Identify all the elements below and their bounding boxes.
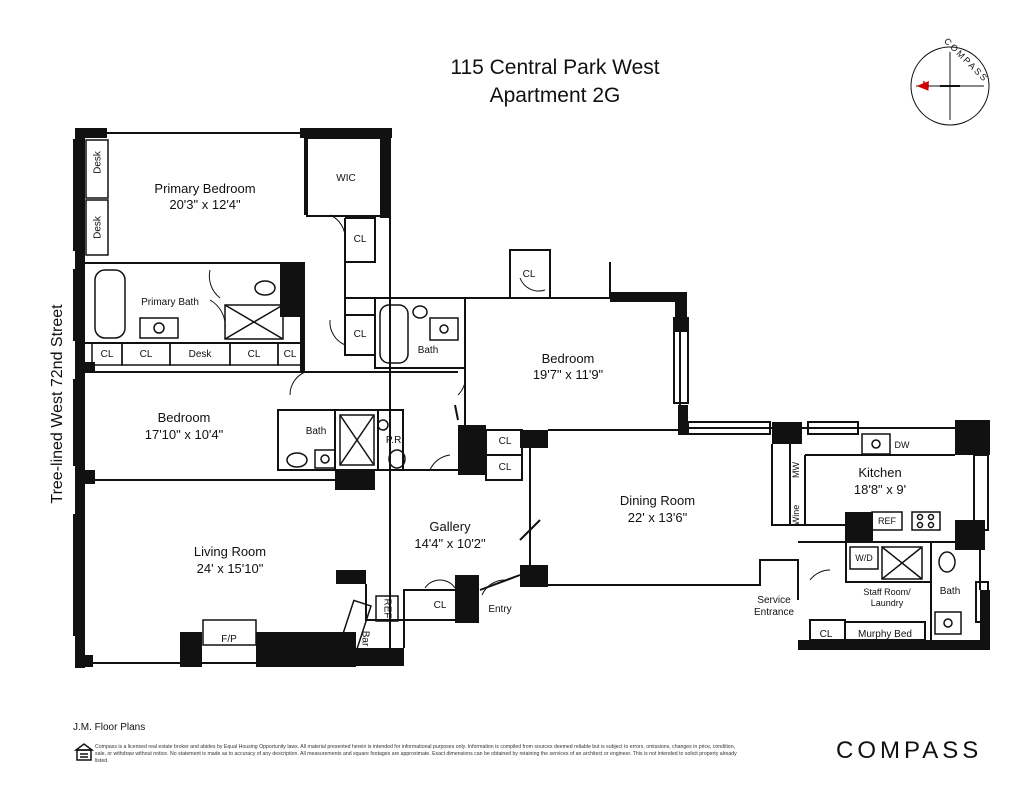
brand-logo: COMPASS	[836, 737, 983, 764]
closet-label: CL	[498, 436, 512, 447]
living-room-name: Living Room	[193, 544, 267, 559]
closet-label: CL	[247, 349, 261, 360]
desk-label: Desk	[92, 216, 104, 239]
closet-label: CL	[139, 349, 153, 360]
ref-label: REF	[878, 516, 896, 526]
gallery-dims: 14'4" x 10'2"	[414, 536, 486, 551]
compass-rose	[910, 46, 990, 126]
primary-bath-label: Primary Bath	[141, 297, 199, 308]
gallery-name: Gallery	[429, 519, 471, 534]
equal-housing-icon	[73, 743, 95, 761]
wic-label: WIC	[336, 173, 356, 184]
closet-label: CL	[100, 349, 114, 360]
desk-label: Desk	[188, 349, 212, 360]
kitchen-dims: 18'8" x 9'	[853, 482, 907, 497]
wine-label: Wine	[791, 504, 801, 526]
street-label: Tree-lined West 72nd Street	[49, 304, 66, 504]
bar-label: Bar	[359, 630, 371, 647]
closet-label: CL	[353, 234, 367, 245]
living-room-dims: 24' x 15'10"	[196, 561, 264, 576]
kitchen-name: Kitchen	[858, 465, 902, 480]
thick-walls	[75, 128, 990, 668]
dining-room-dims: 22' x 13'6"	[627, 510, 688, 525]
floor-plan-credit: J.M. Floor Plans	[73, 722, 146, 733]
entry-label: Entry	[488, 604, 512, 615]
primary-bedroom-name: Primary Bedroom	[154, 181, 256, 196]
plan-subtitle: Apartment 2G	[489, 84, 621, 107]
bedroom-2-name: Bedroom	[541, 351, 595, 366]
compass-north-letter: N	[922, 80, 930, 91]
desk-label: Desk	[92, 151, 104, 174]
staff-room-label: Staff Room/ Laundry	[863, 587, 911, 608]
bath-label: Bath	[939, 586, 961, 597]
closet-label: CL	[433, 600, 447, 611]
powder-room-label: P.R.	[385, 435, 405, 446]
microwave-label: MW	[791, 462, 801, 478]
closet-label: CL	[353, 329, 367, 340]
legal-disclaimer: Compass is a licensed real estate broker…	[95, 744, 737, 764]
murphy-bed-label: Murphy Bed	[858, 629, 912, 640]
closet-label: CL	[283, 349, 297, 360]
closet-label: CL	[498, 462, 512, 473]
closet-label: CL	[522, 269, 536, 280]
closet-label: CL	[819, 629, 833, 640]
bath-label: Bath	[417, 345, 439, 356]
service-entrance-label: Service Entrance	[753, 595, 795, 618]
washer-dryer-label: W/D	[855, 553, 873, 563]
bath-label: Bath	[305, 426, 327, 437]
ref-label: REF	[381, 598, 393, 619]
fireplace-label: F/P	[221, 634, 237, 645]
bedroom-2-dims: 19'7" x 11'9"	[532, 367, 604, 382]
dishwasher-label: DW	[894, 440, 910, 450]
primary-bedroom-dims: 20'3" x 12'4"	[169, 197, 241, 212]
plan-title: 115 Central Park West	[450, 56, 660, 79]
bedroom-3-name: Bedroom	[157, 410, 211, 425]
dining-room-name: Dining Room	[619, 493, 696, 508]
bedroom-3-dims: 17'10" x 10'4"	[144, 427, 224, 442]
